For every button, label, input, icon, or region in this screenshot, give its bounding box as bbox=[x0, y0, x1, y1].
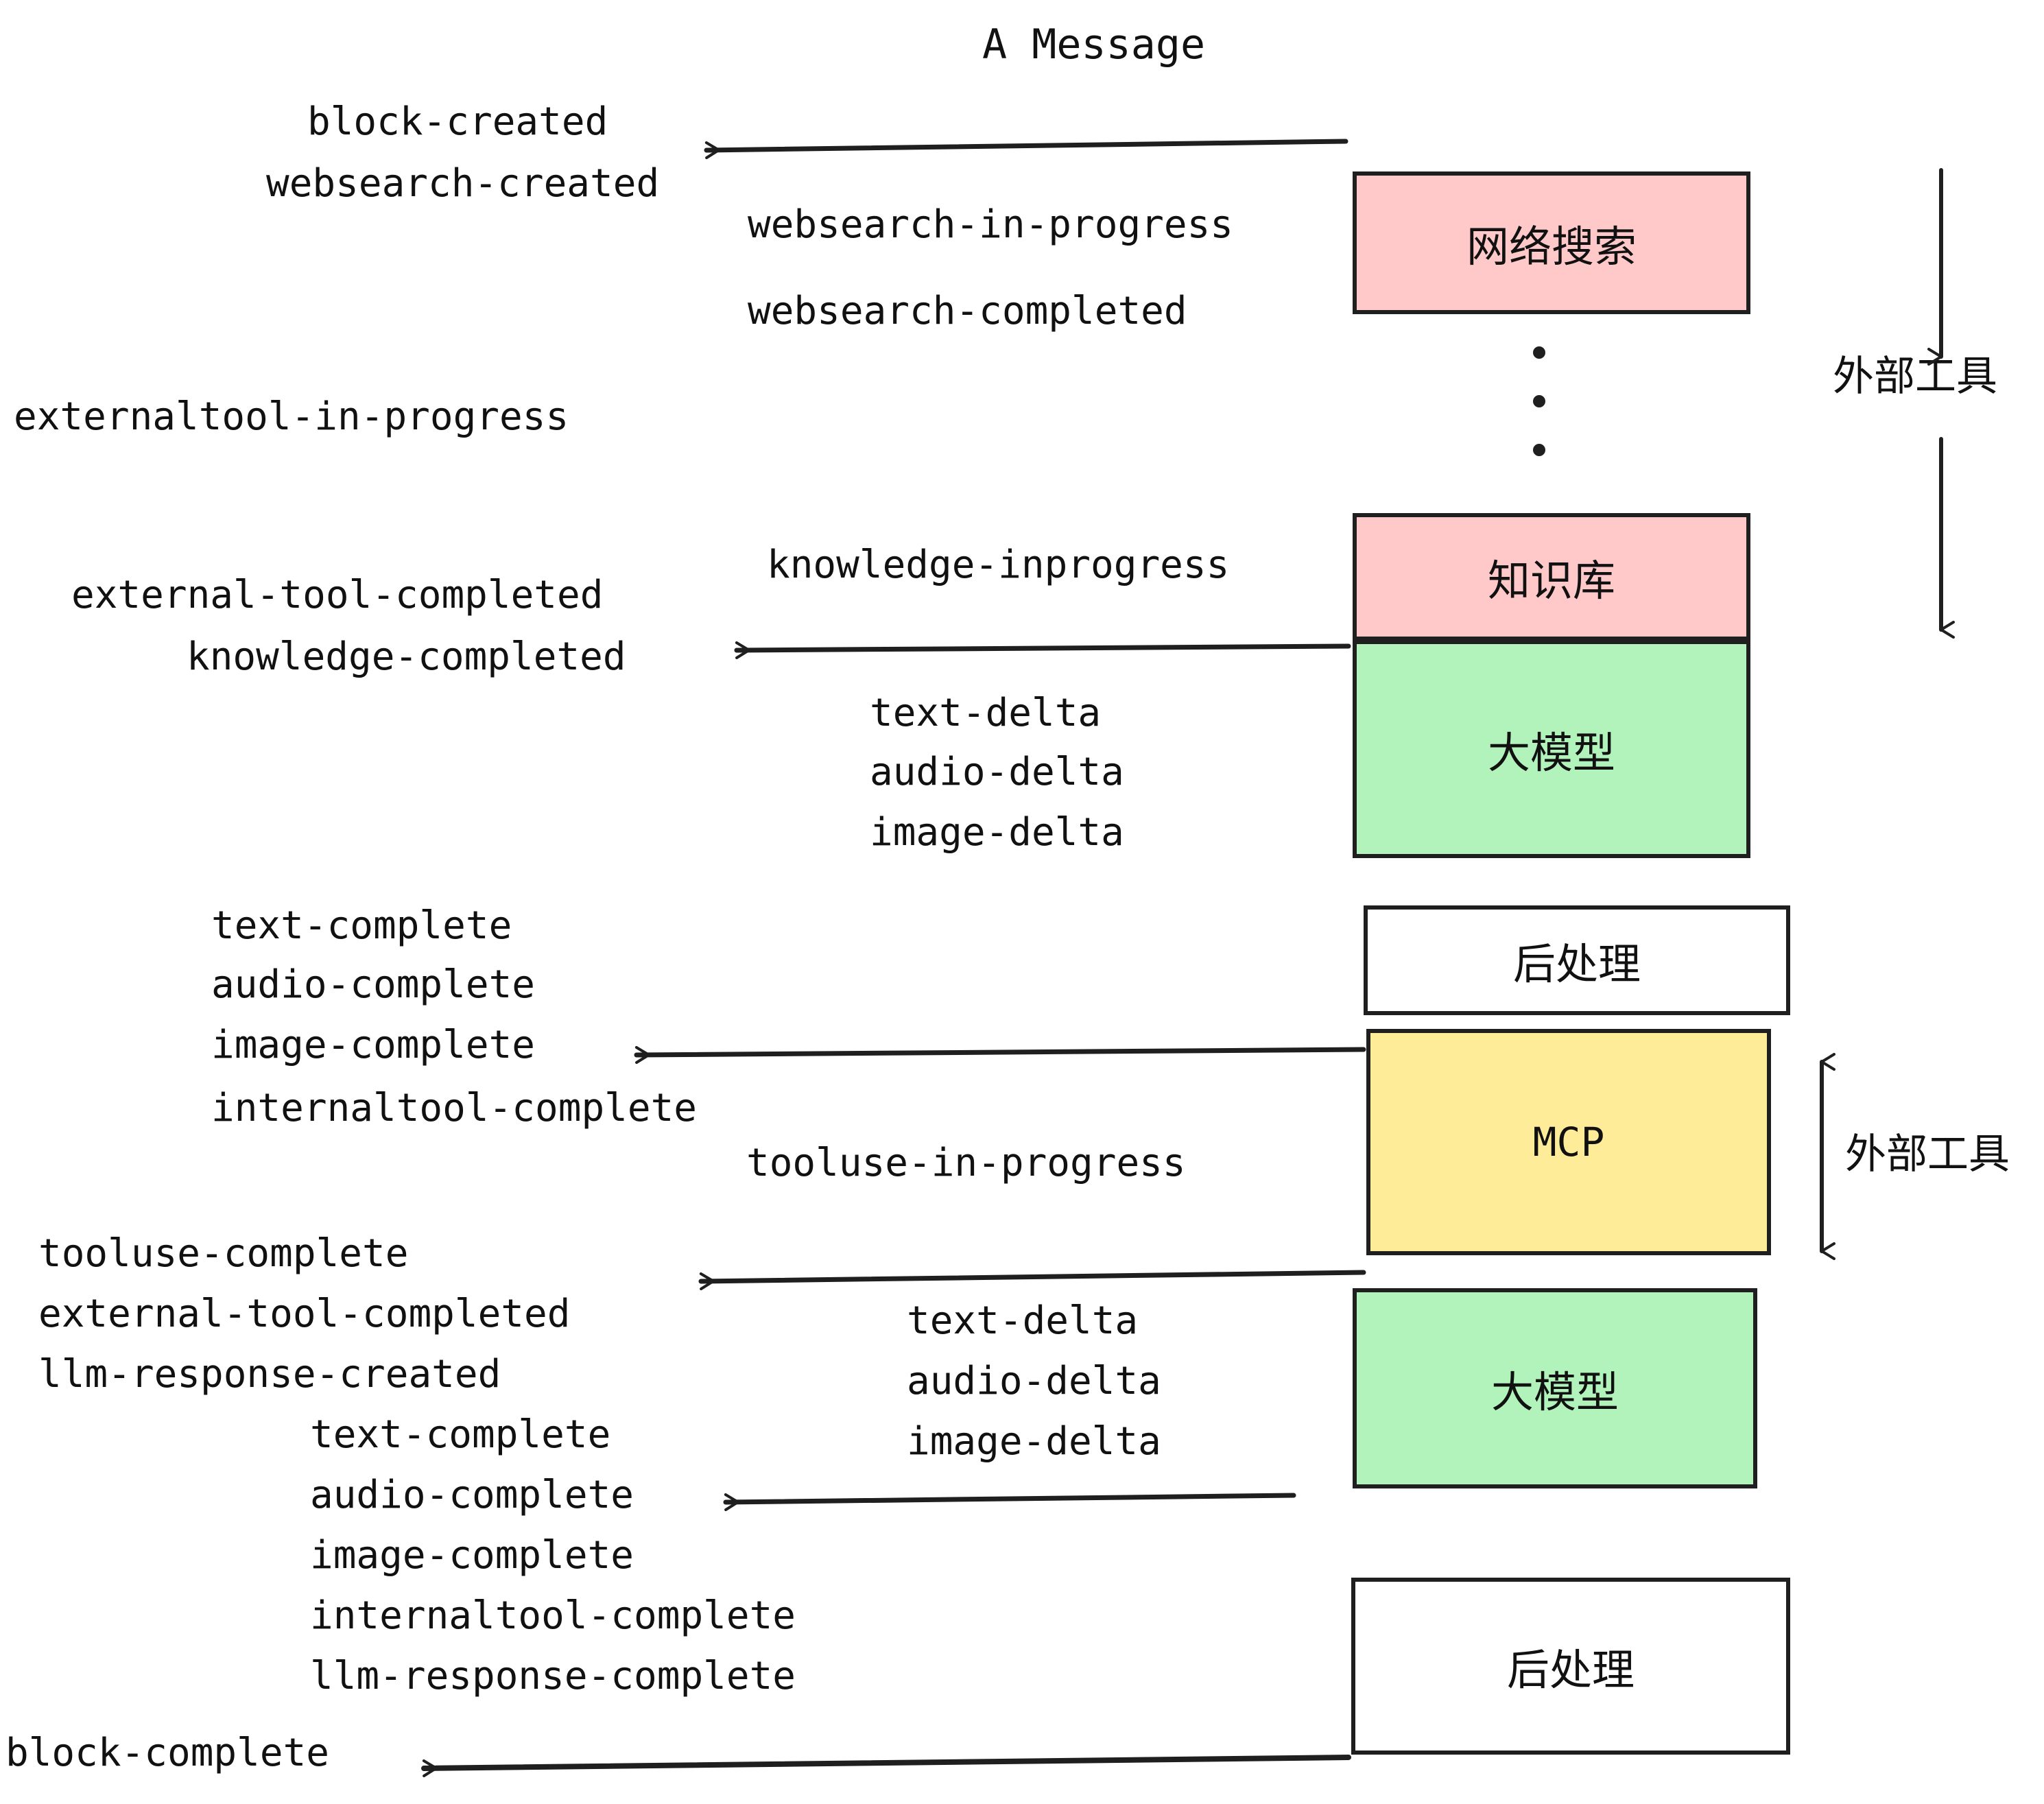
arrow-postprocess1-to-image-complete bbox=[634, 1046, 1366, 1064]
event-label-text-complete-2: text-complete bbox=[310, 1412, 611, 1457]
side-label-external-tools-top: 外部工具 bbox=[1833, 353, 1997, 401]
event-label-text-delta-2: text-delta bbox=[907, 1298, 1139, 1343]
event-label-llm-response-created: llm-response-created bbox=[38, 1352, 501, 1397]
event-label-image-delta-1: image-delta bbox=[870, 810, 1124, 855]
event-label-audio-complete-2: audio-complete bbox=[310, 1473, 634, 1517]
arrow-mcp-to-tooluse-complete bbox=[698, 1270, 1366, 1290]
event-label-llm-response-complete: llm-response-complete bbox=[310, 1654, 796, 1698]
node-label-llm-1: 大模型 bbox=[1487, 728, 1615, 778]
node-label-mcp: MCP bbox=[1532, 1119, 1605, 1165]
event-label-block-complete: block-complete bbox=[5, 1731, 330, 1775]
event-label-external-tool-completed-1: external-tool-completed bbox=[71, 573, 604, 617]
event-label-tooluse-in-progress: tooluse-in-progress bbox=[746, 1141, 1186, 1185]
node-mcp[interactable]: MCP bbox=[1366, 1029, 1771, 1255]
event-label-image-complete-2: image-complete bbox=[310, 1533, 634, 1578]
node-postprocess-2[interactable]: 后处理 bbox=[1351, 1578, 1790, 1755]
node-llm-2[interactable]: 大模型 bbox=[1353, 1288, 1757, 1488]
node-label-websearch: 网络搜索 bbox=[1466, 222, 1637, 272]
arrow-websearch-to-block-created bbox=[704, 139, 1348, 159]
page-title: A Message bbox=[982, 21, 1206, 69]
arrow-postprocess2-to-block-complete bbox=[421, 1755, 1351, 1777]
event-label-internaltool-complete-1: internaltool-complete bbox=[211, 1086, 698, 1130]
arrow-knowledge-to-knowledge-completed bbox=[734, 641, 1351, 659]
event-label-tooluse-complete: tooluse-complete bbox=[38, 1231, 409, 1276]
event-label-externaltool-in-progress: externaltool-in-progress bbox=[14, 394, 569, 439]
side-label-external-tools-bottom: 外部工具 bbox=[1845, 1130, 2010, 1178]
node-websearch[interactable]: 网络搜索 bbox=[1353, 171, 1750, 314]
event-label-websearch-in-progress: websearch-in-progress bbox=[748, 202, 1234, 247]
event-label-text-delta-1: text-delta bbox=[870, 691, 1102, 735]
event-label-internaltool-complete-2: internaltool-complete bbox=[310, 1593, 796, 1638]
vertical-ellipsis-icon bbox=[1532, 346, 1546, 456]
event-label-audio-delta-2: audio-delta bbox=[907, 1359, 1161, 1403]
event-label-image-complete-1: image-complete bbox=[211, 1023, 536, 1067]
event-label-audio-complete-1: audio-complete bbox=[211, 962, 536, 1007]
node-label-llm-2: 大模型 bbox=[1490, 1367, 1619, 1417]
node-llm-1[interactable]: 大模型 bbox=[1353, 640, 1750, 858]
node-postprocess-1[interactable]: 后处理 bbox=[1364, 905, 1790, 1015]
node-label-postprocess-1: 后处理 bbox=[1512, 939, 1641, 989]
event-label-audio-delta-1: audio-delta bbox=[870, 750, 1124, 794]
event-label-knowledge-completed: knowledge-completed bbox=[187, 634, 626, 679]
event-label-external-tool-completed-2: external-tool-completed bbox=[38, 1292, 571, 1336]
event-label-text-complete-1: text-complete bbox=[211, 903, 512, 948]
node-knowledge[interactable]: 知识库 bbox=[1353, 513, 1750, 641]
node-label-postprocess-2: 后处理 bbox=[1506, 1645, 1635, 1695]
arrow-llm2-to-audio-complete bbox=[723, 1493, 1296, 1511]
node-label-knowledge: 知识库 bbox=[1487, 556, 1615, 606]
event-label-websearch-created: websearch-created bbox=[266, 161, 660, 206]
event-label-image-delta-2: image-delta bbox=[907, 1419, 1161, 1464]
event-label-block-created: block-created bbox=[307, 99, 608, 144]
event-label-knowledge-inprogress: knowledge-inprogress bbox=[767, 543, 1230, 587]
event-label-websearch-completed: websearch-completed bbox=[748, 289, 1187, 333]
